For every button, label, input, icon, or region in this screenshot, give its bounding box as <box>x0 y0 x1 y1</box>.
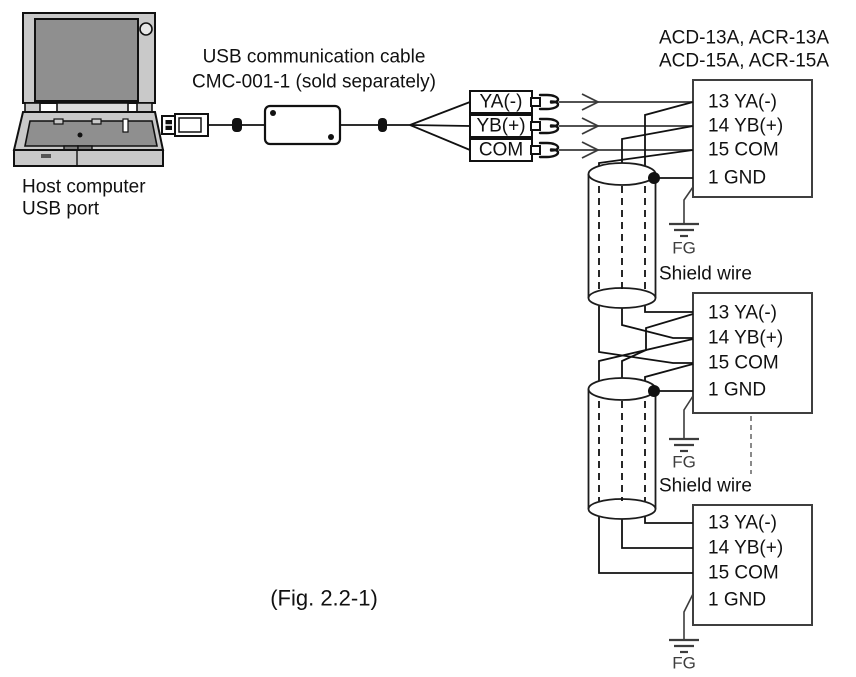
terminal-row: 13 YA(-) <box>708 303 777 324</box>
screw-dot <box>270 110 276 116</box>
fg-ground-3: FG <box>669 593 699 673</box>
laptop-icon <box>12 12 165 167</box>
model-list-line2: ACD-15A, ACR-15A <box>659 51 829 72</box>
fg-label: FG <box>672 453 696 472</box>
junction-dot <box>648 385 660 397</box>
wire-label-ya: YA(-) <box>469 90 533 114</box>
terminal-row: 1 GND <box>708 380 766 401</box>
ferrite-bead-icon <box>378 118 387 132</box>
host-label-line2: USB port <box>22 199 100 220</box>
ferrite-bead-icon <box>232 118 242 132</box>
shield-cylinder-1 <box>587 162 657 309</box>
laptop-keyboard <box>24 120 158 147</box>
ground-icon <box>669 222 699 238</box>
fork-terminal-icon <box>530 141 560 159</box>
laptop-screen <box>34 18 139 102</box>
shield-gnd-connection-2 <box>648 385 693 397</box>
terminal-block-3 <box>692 504 813 626</box>
figure-caption: (Fig. 2.2-1) <box>270 586 378 611</box>
terminal-block-1 <box>692 79 813 198</box>
arrow-right-icon <box>581 117 601 135</box>
terminal-row: 13 YA(-) <box>708 92 777 113</box>
shield-wire-label-2: Shield wire <box>659 476 752 497</box>
wire-label-com: COM <box>469 138 533 162</box>
host-label-line1: Host computer <box>22 177 146 198</box>
terminal-row: 1 GND <box>708 590 766 611</box>
shield-wire-label-1: Shield wire <box>659 264 752 285</box>
fg-ground-2: FG <box>669 395 699 472</box>
terminal-row: 15 COM <box>708 563 779 584</box>
fg-label: FG <box>672 654 696 673</box>
fork-terminal-icon <box>530 117 560 135</box>
laptop-latch <box>139 22 153 36</box>
shield-cylinder-2 <box>587 377 657 520</box>
feed-wires <box>559 93 693 159</box>
wire-label-ya-text: YA(-) <box>480 92 523 113</box>
trackpoint <box>77 132 83 138</box>
terminal-block-2 <box>692 292 813 414</box>
usb-cable-assembly <box>161 101 471 151</box>
arrow-right-icon <box>581 93 601 111</box>
wire-label-yb-text: YB(+) <box>476 116 525 137</box>
terminal-block-2-rows: 13 YA(-) 14 YB(+) 15 COM 1 GND <box>708 303 783 401</box>
terminal-block-3-rows: 13 YA(-) 14 YB(+) 15 COM 1 GND <box>708 513 783 611</box>
terminal-row: 13 YA(-) <box>708 513 777 534</box>
screw-dot <box>328 134 334 140</box>
cable-title-line1: USB communication cable <box>203 47 426 68</box>
usb-plug-icon <box>161 113 209 137</box>
arrow-right-icon <box>581 141 601 159</box>
fg-label: FG <box>672 239 696 258</box>
shield-gnd-connection-1 <box>648 172 693 184</box>
cable-title-line2: CMC-001-1 (sold separately) <box>192 72 436 93</box>
signal-wires <box>598 101 694 574</box>
ground-icon <box>669 638 699 654</box>
ground-icon <box>669 437 699 453</box>
wire-label-yb: YB(+) <box>469 114 533 138</box>
terminal-row: 1 GND <box>708 168 766 189</box>
model-list-line1: ACD-13A, ACR-13A <box>659 28 829 49</box>
terminal-block-1-rows: 13 YA(-) 14 YB(+) 15 COM 1 GND <box>708 92 783 189</box>
junction-dot <box>648 172 660 184</box>
terminal-row: 14 YB(+) <box>708 116 783 137</box>
wire-label-com-text: COM <box>479 140 523 161</box>
terminal-row: 14 YB(+) <box>708 328 783 349</box>
terminal-row: 14 YB(+) <box>708 538 783 559</box>
terminal-row: 15 COM <box>708 140 779 161</box>
terminal-row: 15 COM <box>708 353 779 374</box>
fg-ground-1: FG <box>669 186 699 258</box>
fork-terminal-icon <box>530 93 560 111</box>
cable-fanout <box>409 101 471 151</box>
